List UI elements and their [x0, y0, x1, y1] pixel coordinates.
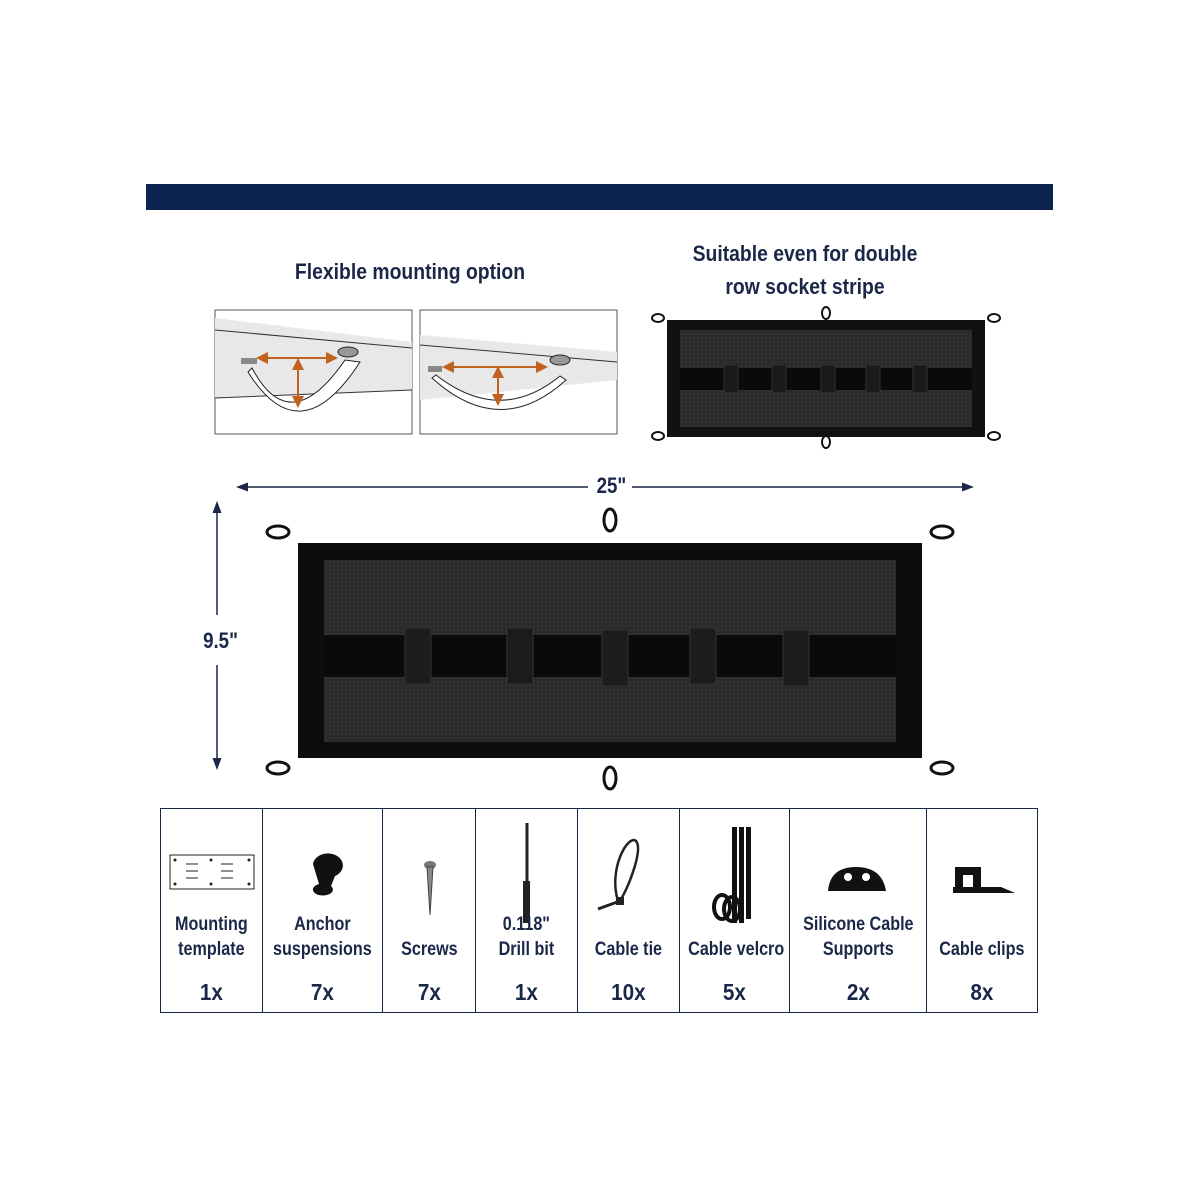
mounting-template-icon: [169, 854, 255, 890]
contents-item: Screws 7x: [383, 809, 477, 1012]
contents-item: Cable velcro 5x: [680, 809, 790, 1012]
mounting-diagram-tight: [419, 309, 618, 435]
contents-item: 0.118"Drill bit 1x: [476, 809, 579, 1012]
double-row-title: Suitable even for double row socket stri…: [692, 241, 918, 299]
velcro-icon: [711, 827, 751, 923]
cable-net-small: [651, 306, 1001, 449]
illustrations: [212, 306, 1001, 791]
cable-support-icon: [827, 867, 886, 891]
screw-icon: [423, 861, 436, 916]
contents-item: Cable clips 8x: [927, 809, 1037, 1012]
cable-tie-icon: [597, 838, 640, 911]
contents-item: Cable tie 10x: [578, 809, 680, 1012]
drill-bit-icon: [523, 823, 531, 923]
flexible-mounting-title: Flexible mounting option: [294, 259, 526, 284]
cable-clip-icon: [953, 867, 1016, 893]
width-dimension: 25": [596, 473, 627, 498]
cable-net-large: [265, 507, 955, 791]
header-bar: [146, 184, 1053, 210]
mounting-diagram-loose: [214, 309, 413, 435]
anchor-icon: [312, 853, 343, 896]
height-dimension: 9.5": [203, 628, 238, 653]
